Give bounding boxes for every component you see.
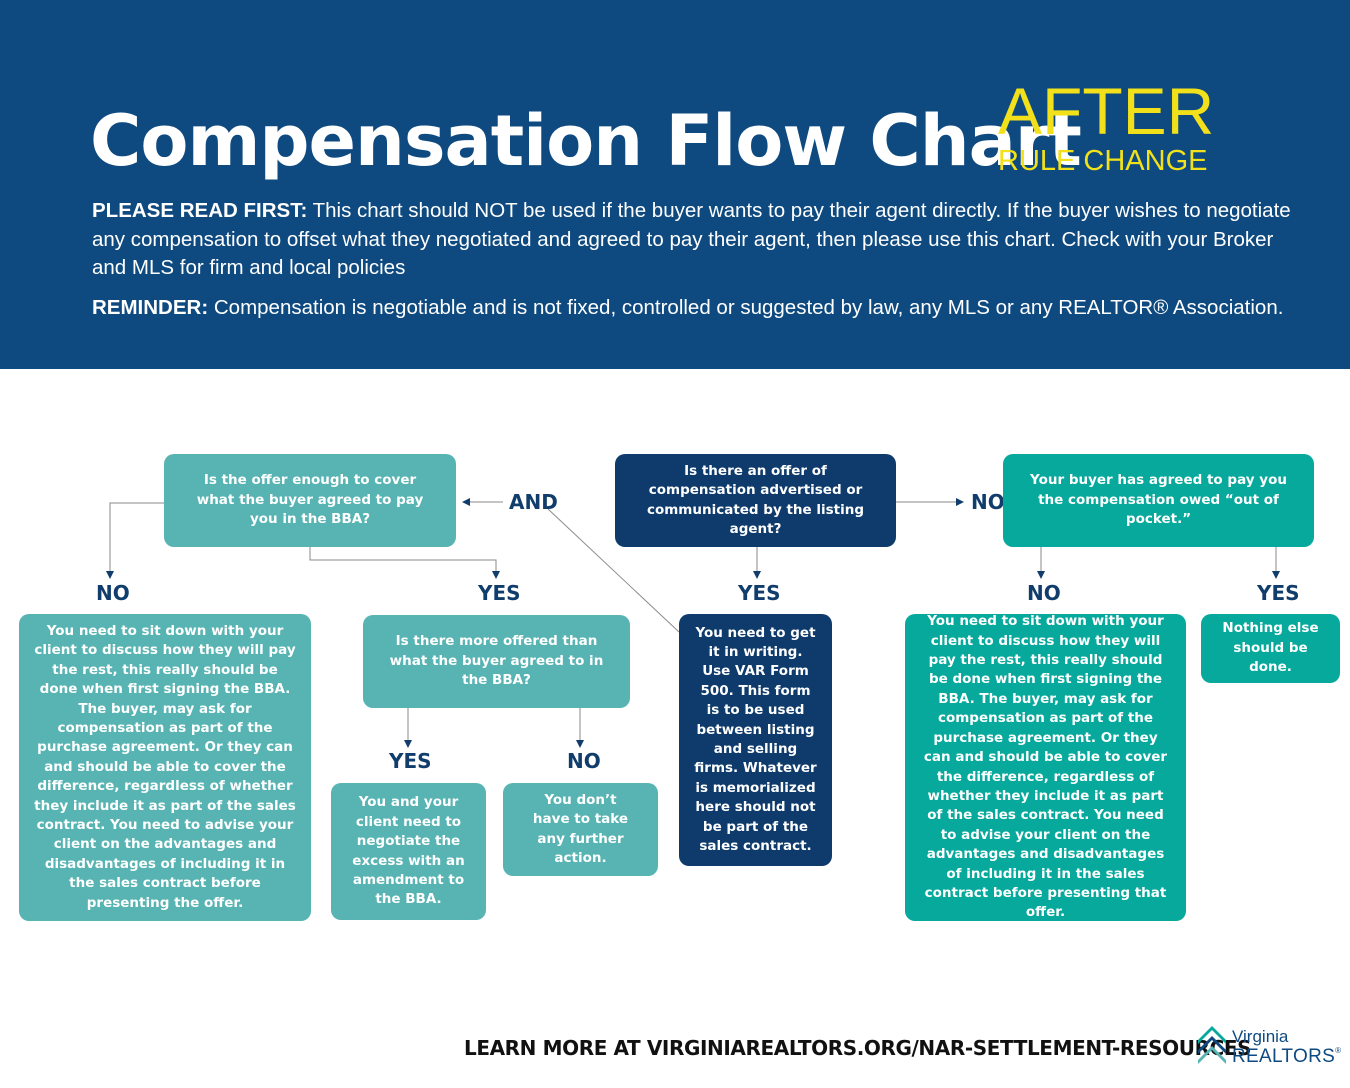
yes-label-pocket: YES xyxy=(1257,581,1300,605)
no-label-more: NO xyxy=(567,749,601,773)
connector-offer-to-no xyxy=(106,502,164,579)
logo-realtors-text: REALTORS® xyxy=(1232,1046,1342,1067)
logo-virginia-text: Virginia xyxy=(1232,1027,1289,1046)
sit-down-right-box: You need to sit down with your client to… xyxy=(905,613,1186,921)
start-question-box: Is there an offer of compensation advert… xyxy=(615,454,896,547)
and-label: AND xyxy=(509,490,558,514)
no-action-box: You don’t have to take any further actio… xyxy=(503,783,658,876)
logo-realtors-word: REALTORS xyxy=(1232,1046,1336,1067)
rule-change-label: RULE CHANGE xyxy=(998,145,1208,177)
learn-more-link[interactable]: LEARN MORE AT VIRGINIAREALTORS.ORG/NAR-S… xyxy=(464,1036,1252,1060)
connector-offer-to-yes xyxy=(309,547,500,579)
please-read-paragraph: PLEASE READ FIRST: This chart should NOT… xyxy=(92,197,1307,283)
in-writing-box: You need to get it in writing. Use VAR F… xyxy=(679,614,832,866)
reminder-text: Compensation is negotiable and is not fi… xyxy=(208,296,1284,319)
connector-and-to-writing xyxy=(547,508,680,633)
offer-enough-box: Is the offer enough to cover what the bu… xyxy=(164,454,456,547)
yes-label-more: YES xyxy=(389,749,432,773)
please-read-label: PLEASE READ FIRST: xyxy=(92,199,308,222)
more-offered-box: Is there more offered than what the buye… xyxy=(363,615,630,708)
sit-down-left-box: You need to sit down with your client to… xyxy=(19,614,311,921)
house-roof-icon xyxy=(1198,1026,1226,1064)
amendment-box: You and your client need to negotiate th… xyxy=(331,783,486,920)
nothing-else-box: Nothing else should be done. xyxy=(1201,614,1340,683)
please-read-text: This chart should NOT be used if the buy… xyxy=(92,199,1291,279)
yes-label-offer: YES xyxy=(478,581,521,605)
page-title: Compensation Flow Chart xyxy=(90,100,1082,182)
no-label-pocket: NO xyxy=(1027,581,1061,605)
virginia-realtors-logo: Virginia REALTORS® xyxy=(1196,1018,1341,1070)
out-of-pocket-box: Your buyer has agreed to pay you the com… xyxy=(1003,454,1314,547)
reminder-paragraph: REMINDER: Compensation is negotiable and… xyxy=(92,294,1322,322)
no-label-top-right: NO xyxy=(971,490,1005,514)
yes-label-center: YES xyxy=(738,581,781,605)
logo-registered-mark: ® xyxy=(1335,1046,1342,1055)
reminder-label: REMINDER: xyxy=(92,296,209,319)
header-banner: Compensation Flow Chart AFTER RULE CHANG… xyxy=(0,0,1350,369)
no-label-left: NO xyxy=(96,581,130,605)
after-label: AFTER xyxy=(998,74,1215,148)
